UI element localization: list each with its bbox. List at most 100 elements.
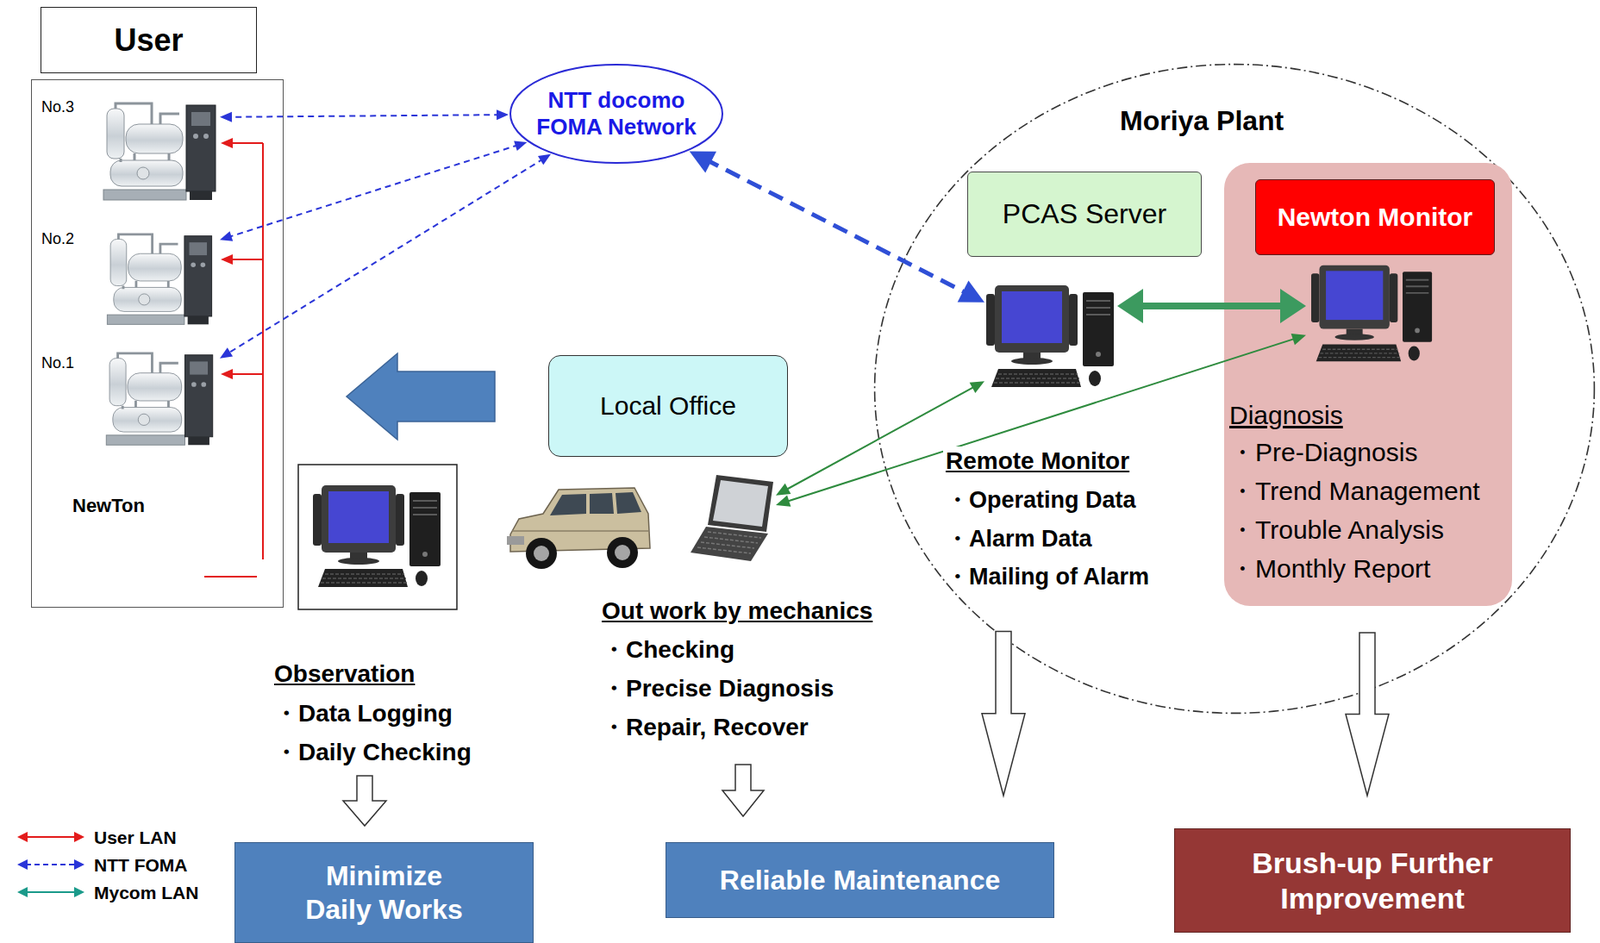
- heading-box: PCAS Server: [967, 171, 1202, 257]
- title-box: User: [40, 6, 257, 74]
- result-box: Brush-up Further Improvement: [1174, 828, 1571, 933]
- user-lan-wire: [204, 143, 263, 577]
- arrow-head: [775, 494, 791, 507]
- node-text: NTT docomo FOMA Network: [528, 87, 706, 141]
- arrow-head: [775, 483, 791, 496]
- text-holder: ・Daily Checking: [274, 737, 472, 768]
- arrow-head: [220, 137, 233, 149]
- observation-frame: [298, 464, 457, 610]
- text-holder: ・Precise Diagnosis: [601, 674, 834, 704]
- node-text: No.2: [41, 230, 75, 250]
- node-text: Newton Monitor: [1277, 201, 1474, 233]
- arrow-head: [969, 381, 985, 394]
- annotation-text: ・Mailing of Alarm: [945, 562, 1150, 591]
- connector-line: [1135, 302, 1288, 310]
- node-text: No.1: [41, 354, 75, 374]
- plant-region: Moriya PlantPCAS ServerDiagnosis ・Pre-Dia…: [873, 62, 1596, 715]
- server-computer: [986, 285, 1114, 388]
- legend-text: Mycom LAN: [93, 881, 199, 904]
- arrow-head: [219, 112, 232, 123]
- annotation-text: ・Alarm Data: [945, 525, 1093, 553]
- diagnosis-panel: Diagnosis ・Pre-Diagnosis ・Trend Management…: [1224, 162, 1513, 607]
- legend-item: NTT FOMA: [93, 854, 188, 876]
- arrow-head: [17, 831, 28, 843]
- arrow-head: [513, 140, 527, 150]
- connector: [1345, 632, 1389, 796]
- hollow-arrow: [343, 775, 387, 826]
- service-car: [506, 487, 650, 569]
- observation-computer: [312, 485, 441, 588]
- text-holder: Remote Monitor: [945, 446, 1132, 476]
- arrow-head: [537, 154, 551, 165]
- node-text: No.3: [41, 98, 75, 118]
- node-text: Reliable Maintenance: [719, 863, 1000, 897]
- arrow-head: [1280, 288, 1307, 324]
- arrow-head: [74, 831, 85, 843]
- office-box: Local Office: [548, 355, 788, 457]
- hollow-arrow: [1345, 632, 1389, 796]
- text-holder: ・Mailing of Alarm: [945, 562, 1150, 591]
- node-text: Observation: [274, 659, 415, 689]
- node-text: User: [113, 21, 183, 59]
- connector: [219, 154, 551, 359]
- network-ellipse: NTT docomo FOMA Network: [508, 62, 725, 165]
- legend-line: [25, 891, 76, 894]
- text-holder: No.3: [41, 98, 75, 118]
- arrow-head: [1291, 333, 1307, 345]
- arrow-head: [220, 368, 233, 380]
- compressor-picture: [106, 353, 213, 445]
- arrow-head: [74, 859, 85, 870]
- text-holder: Moriya Plant: [1119, 104, 1284, 138]
- annotation-text: Remote Monitor: [943, 446, 1132, 476]
- node-text: ・Trouble Analysis: [1229, 514, 1444, 546]
- legend-item: User LAN: [93, 826, 177, 849]
- text-holder: No.1: [41, 354, 75, 374]
- compressor-picture: [103, 103, 216, 200]
- node-text: ・Precise Diagnosis: [601, 674, 834, 704]
- laptop-picture: [690, 475, 774, 562]
- connector: [689, 150, 985, 302]
- outline-ellipse-shape: [510, 64, 723, 163]
- connector: [219, 109, 509, 123]
- compressor-picture: [106, 234, 212, 325]
- node-text: ・Checking: [601, 635, 735, 665]
- connector-line: [784, 386, 976, 492]
- node-text: ・Repair, Recover: [601, 712, 809, 743]
- annotation-text: ・Operating Data: [945, 486, 1137, 514]
- connector-line: [785, 337, 1298, 502]
- connector: [343, 775, 387, 826]
- node-text: Diagnosis: [1229, 400, 1344, 432]
- text-holder: ・Monthly Report: [1229, 553, 1431, 585]
- connector-line: [704, 158, 969, 295]
- connector-line: [227, 144, 519, 238]
- legend-item: Mycom LAN: [93, 881, 199, 904]
- node-text: Out work by mechanics: [601, 596, 873, 626]
- connector: [981, 631, 1025, 796]
- node-text: Local Office: [600, 390, 737, 422]
- connector: [1117, 288, 1307, 324]
- legend-samples: [17, 831, 85, 898]
- legend-text: NTT FOMA: [93, 854, 188, 876]
- arrow-head: [496, 109, 509, 120]
- text-holder: ・Repair, Recover: [601, 712, 809, 743]
- text-holder: Out work by mechanics: [601, 596, 873, 626]
- site-frame: NewTonNo.3No.2No.1: [31, 79, 284, 608]
- text-holder: Observation: [274, 659, 415, 689]
- text-holder: Diagnosis: [1229, 400, 1344, 432]
- arrow-head: [220, 254, 233, 265]
- text-holder: ・Trend Management: [1229, 475, 1481, 507]
- node-text: ・Monthly Report: [1229, 553, 1431, 585]
- outline-ellipse-shape: [875, 64, 1595, 714]
- monitor-computer: [1311, 265, 1432, 363]
- node-text: ・Daily Checking: [274, 737, 472, 768]
- text-holder: ・Pre-Diagnosis: [1229, 437, 1418, 469]
- legend-line: [25, 863, 76, 866]
- result-box: Minimize Daily Works: [234, 842, 534, 943]
- connector: [775, 381, 985, 495]
- connector-line: [228, 114, 500, 118]
- text-holder: ・Data Logging: [274, 699, 453, 729]
- node-text: ・Trend Management: [1229, 475, 1481, 507]
